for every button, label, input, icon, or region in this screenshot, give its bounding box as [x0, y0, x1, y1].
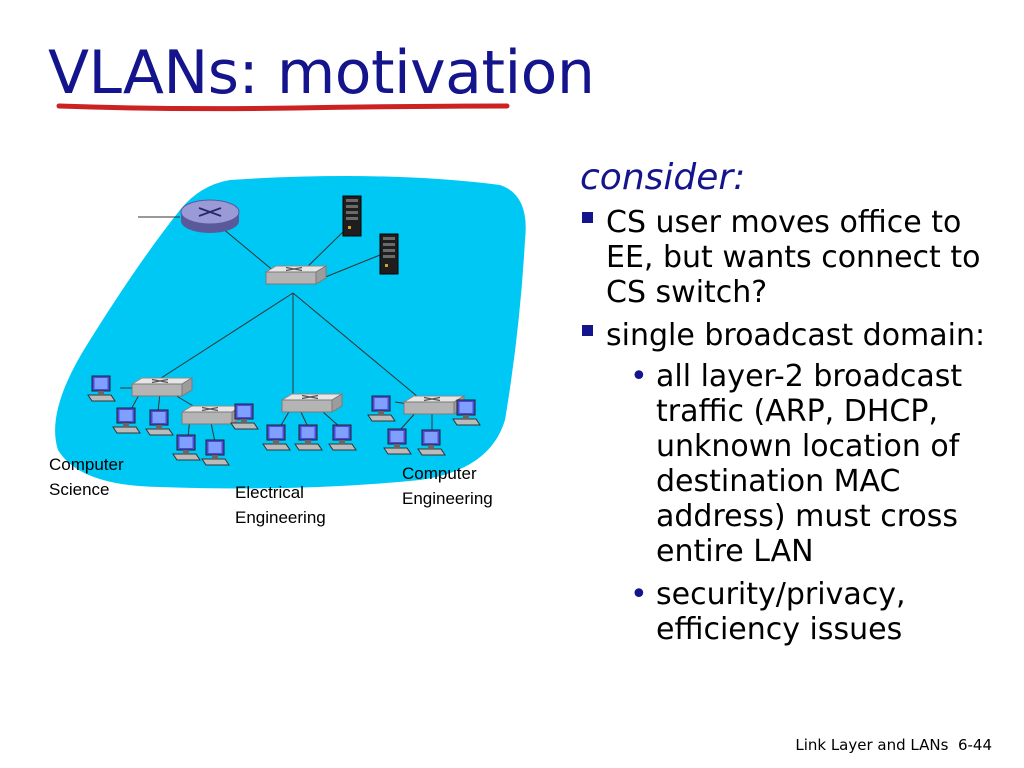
server-icon	[342, 195, 362, 237]
cs-label: Computer Science	[49, 455, 124, 499]
sub-bullet-item: all layer-2 broadcast traffic (ARP, DHCP…	[630, 359, 1010, 569]
lan-blob	[55, 176, 526, 489]
title-underline	[56, 103, 510, 112]
slide-footer: Link Layer and LANs 6-44	[795, 736, 992, 754]
bullet-item: single broadcast domain: all layer-2 bro…	[580, 318, 1010, 647]
footer-section: Link Layer and LANs	[795, 736, 949, 754]
bullet-list: CS user moves office to EE, but wants co…	[580, 205, 1010, 655]
lan-diagram	[55, 176, 526, 489]
cs2-switch-icon	[181, 405, 243, 425]
ee-switch-icon	[281, 393, 343, 413]
bullet-item: CS user moves office to EE, but wants co…	[580, 205, 1010, 310]
server-icon	[379, 233, 399, 275]
core-switch-icon	[265, 265, 327, 285]
sub-bullet-item: security/privacy, efficiency issues	[630, 577, 1010, 647]
router-icon	[180, 199, 240, 233]
cs-switch-icon	[131, 377, 193, 397]
consider-heading: consider:	[580, 157, 746, 198]
bullet-text: single broadcast domain:	[606, 318, 986, 353]
sub-bullet-list: all layer-2 broadcast traffic (ARP, DHCP…	[630, 359, 1010, 647]
slide-title: VLANs: motivation	[48, 38, 595, 108]
ce-switch-icon	[403, 395, 465, 415]
ce-label: Computer Engineering	[402, 464, 493, 508]
ee-label: Electrical Engineering	[235, 483, 326, 527]
footer-page: 6-44	[957, 736, 992, 754]
